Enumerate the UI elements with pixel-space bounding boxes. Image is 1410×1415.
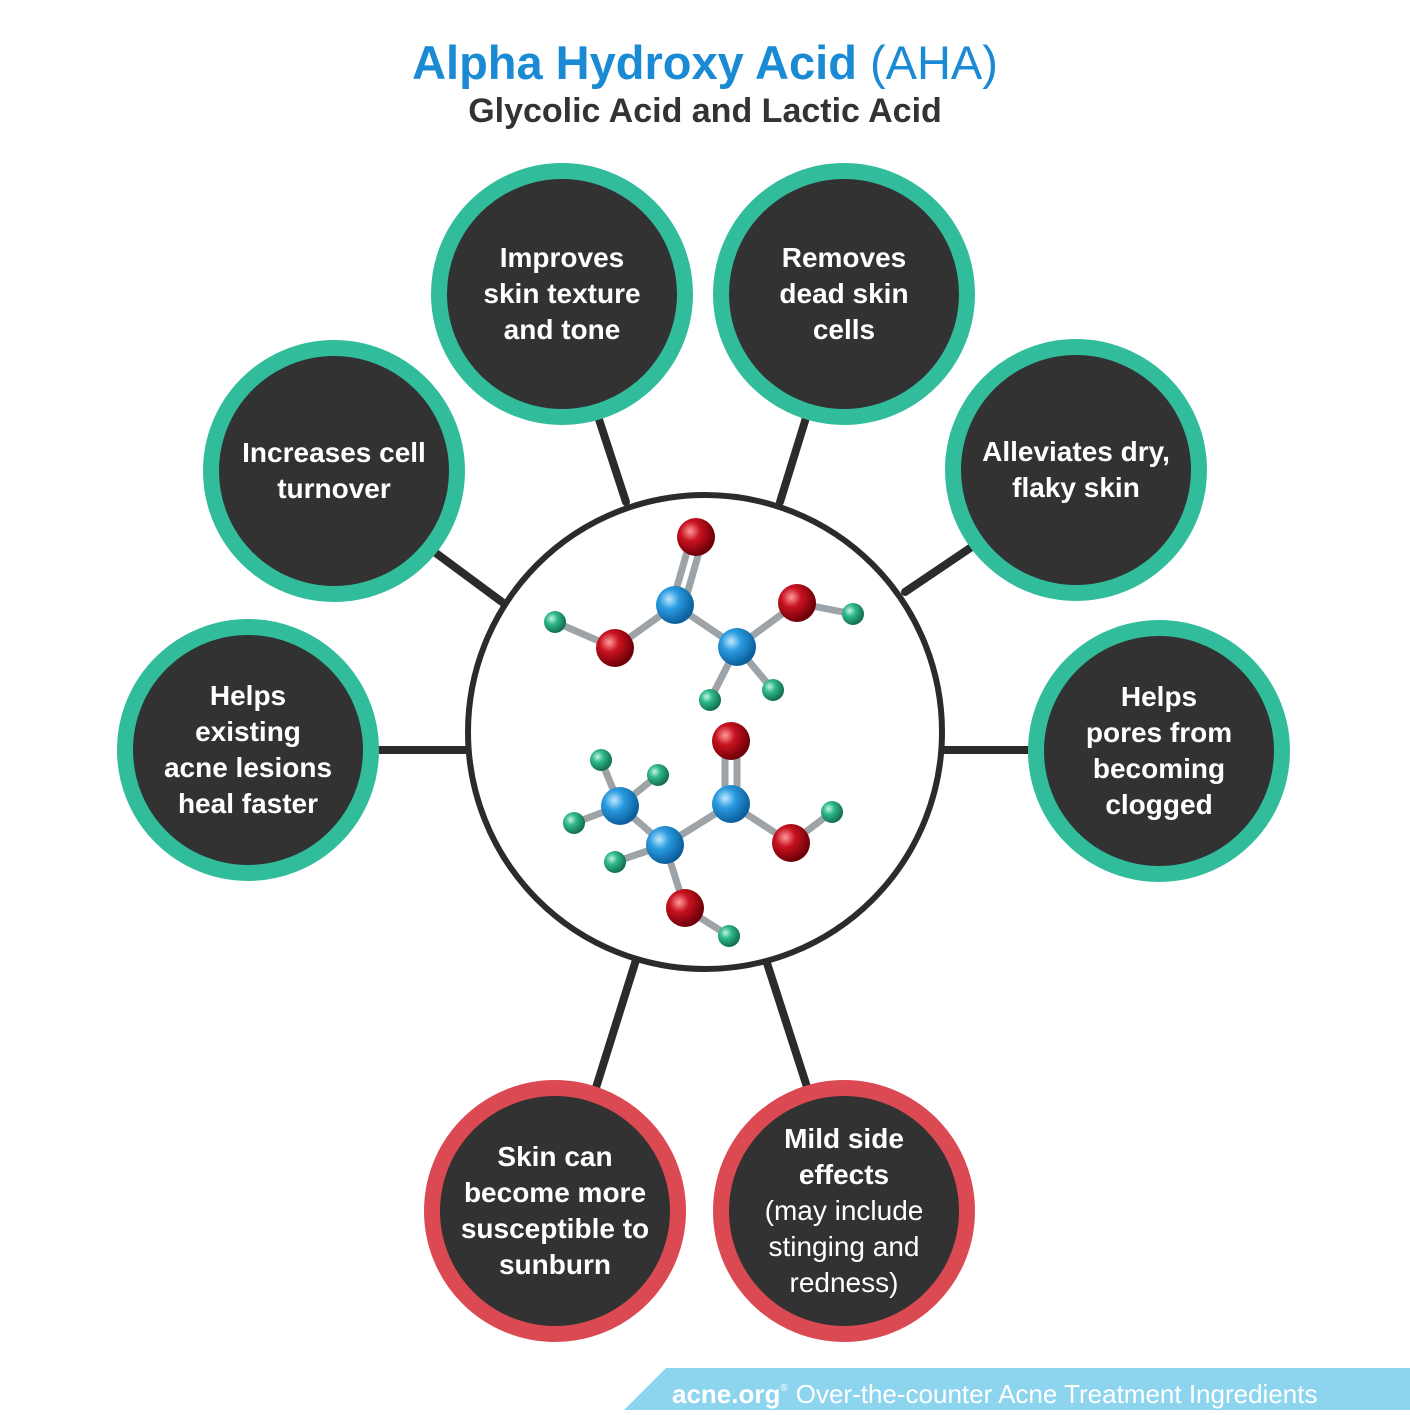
benefit-bubble-cell-turnover: Increases cell turnover [203,340,465,602]
carbon-atom [656,586,694,624]
benefit-label: Helps existing acne lesions heal faster [163,680,333,819]
oxygen-atom [712,722,750,760]
benefit-bubble-dead-skin: Removes dead skin cells [713,163,975,425]
benefit-label: Improves skin texture and tone [483,242,641,345]
carbon-atom [718,628,756,666]
benefit-bubble-skin-texture: Improves skin texture and tone [431,163,693,425]
benefit-label: Alleviates dry, flaky skin [982,436,1170,503]
hydrogen-atom [544,611,566,633]
hydrogen-atom [647,764,669,786]
hydrogen-atom [762,679,784,701]
benefit-bubble-clogged-pores: Helps pores from becoming clogged [1028,620,1290,882]
hydrogen-atom [699,689,721,711]
side-effect-label: Mild side effects (may include stinging … [765,1085,924,1337]
side-effect-bubble-mild-effects: Mild side effects (may include stinging … [713,1080,975,1342]
page-subtitle: Glycolic Acid and Lactic Acid [468,92,942,130]
title-main: Alpha Hydroxy Acid [412,36,857,89]
benefit-bubble-dry-skin: Alleviates dry, flaky skin [945,339,1207,601]
page-title: Alpha Hydroxy Acid (AHA) [0,34,1410,92]
footer-band [624,1368,1410,1410]
carbon-atom [601,787,639,825]
oxygen-atom [772,824,810,862]
side-effect-detail: (may include stinging and redness) [764,1195,924,1298]
connector-line [590,956,640,1098]
oxygen-atom [666,889,704,927]
registered-mark: ® [780,1383,788,1394]
hydrogen-atom [718,925,740,947]
connector-line [421,541,506,606]
oxygen-atom [778,584,816,622]
hydrogen-atom [604,851,626,873]
glycolic-acid-molecule [544,518,864,711]
benefit-label: Helps pores from becoming clogged [1085,681,1233,820]
footer: acne.org® Over-the-counter Acne Treatment… [672,1368,1317,1410]
brand-logo-text: acne.org [672,1379,781,1409]
benefit-label: Increases cell turnover [242,437,426,504]
footer-tagline: Over-the-counter Acne Treatment Ingredie… [795,1379,1318,1409]
carbon-atom [646,826,684,864]
molecule-hub-circle [465,492,945,972]
carbon-atom [712,785,750,823]
hydrogen-atom [563,812,585,834]
benefit-label: Removes dead skin cells [779,242,909,345]
oxygen-atom [677,518,715,556]
side-effect-lead: Mild side effects [784,1123,904,1190]
benefit-bubble-acne-lesions: Helps existing acne lesions heal faster [117,619,379,881]
hydrogen-atom [842,603,864,625]
oxygen-atom [596,629,634,667]
lactic-acid-molecule [563,722,843,947]
hydrogen-atom [821,801,843,823]
side-effect-label: Skin can become more susceptible to sunb… [460,1141,650,1280]
connector-line [762,956,812,1094]
hydrogen-atom [590,749,612,771]
side-effect-bubble-sunburn: Skin can become more susceptible to sunb… [424,1080,686,1342]
title-abbreviation: (AHA) [869,36,998,89]
